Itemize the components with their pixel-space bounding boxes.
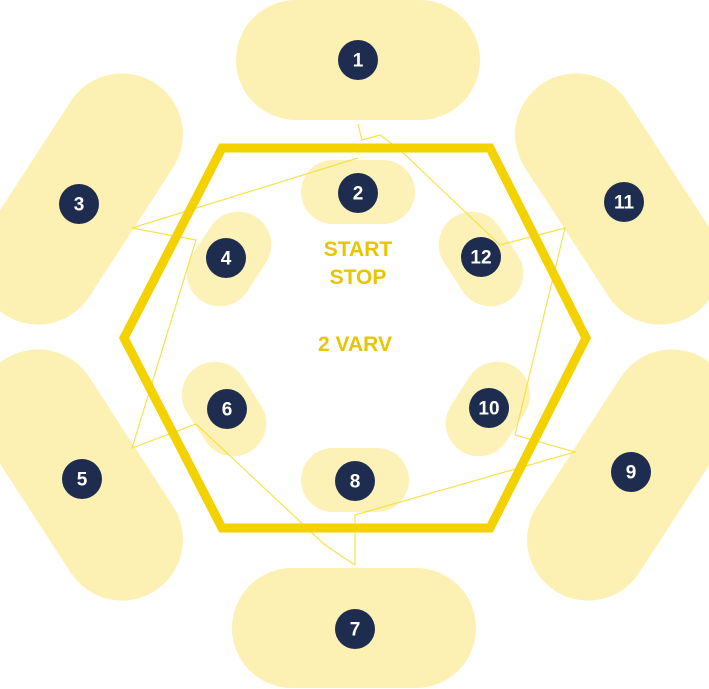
marker-7: 7 xyxy=(335,609,375,649)
marker-2-label: 2 xyxy=(353,184,364,205)
label-laps: 2 VARV xyxy=(318,333,392,356)
marker-12: 12 xyxy=(461,237,501,277)
marker-1-label: 1 xyxy=(353,51,364,72)
route-left xyxy=(131,157,359,566)
markers: 1 2 3 4 5 6 7 xyxy=(59,40,651,649)
marker-12-label: 12 xyxy=(470,248,491,269)
marker-9-label: 9 xyxy=(626,463,637,484)
marker-10: 10 xyxy=(469,388,509,428)
pad-11 xyxy=(515,73,709,325)
marker-4: 4 xyxy=(206,238,246,278)
marker-9: 9 xyxy=(611,452,651,492)
marker-5: 5 xyxy=(62,459,102,499)
marker-6: 6 xyxy=(207,389,247,429)
marker-11: 11 xyxy=(604,182,644,222)
marker-2: 2 xyxy=(338,173,378,213)
marker-6-label: 6 xyxy=(222,400,233,421)
marker-8-label: 8 xyxy=(350,472,361,493)
marker-7-label: 7 xyxy=(350,620,361,641)
pad-3 xyxy=(0,73,183,325)
label-stop: STOP xyxy=(330,266,387,289)
marker-10-label: 10 xyxy=(478,399,499,420)
pad-9 xyxy=(527,349,709,601)
pad-5 xyxy=(0,349,183,601)
marker-3-label: 3 xyxy=(74,195,85,216)
marker-4-label: 4 xyxy=(221,249,232,270)
marker-1: 1 xyxy=(338,40,378,80)
marker-5-label: 5 xyxy=(77,470,88,491)
label-start: START xyxy=(324,238,393,261)
marker-3: 3 xyxy=(59,184,99,224)
marker-11-label: 11 xyxy=(614,193,635,214)
marker-8: 8 xyxy=(335,461,375,501)
hexagon-track xyxy=(118,143,592,533)
